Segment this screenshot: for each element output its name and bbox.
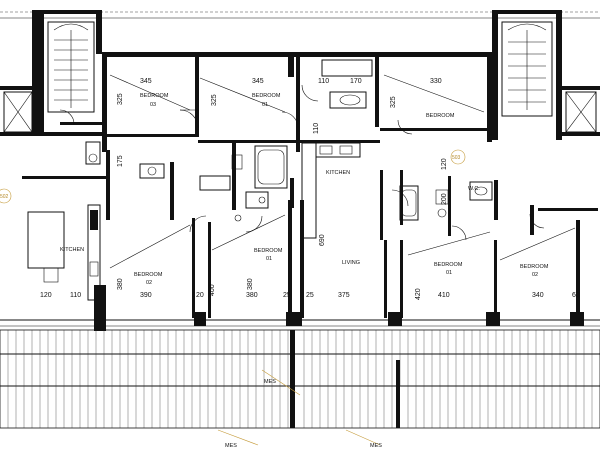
dim-bottom-1: 120 <box>40 292 52 299</box>
stair-left <box>0 10 102 135</box>
room-bedroom-01-top-num: 01 <box>262 102 268 108</box>
room-bedroom-02-right-name: BEDROOM <box>520 264 549 270</box>
dim-top-5: 110 <box>318 78 329 85</box>
dim-v-1: 325 <box>117 93 124 105</box>
room-bedroom-01-top-name: BEDROOM <box>252 93 281 99</box>
dim-v-7: 380 <box>117 278 124 290</box>
dim-v-10: 420 <box>415 288 422 300</box>
section-mark-1: MES <box>264 379 276 385</box>
dim-top-4: 170 <box>350 78 362 85</box>
tag-502: 502 <box>0 194 9 200</box>
kitchen-counters <box>27 142 361 301</box>
tag-503-circle <box>450 149 466 165</box>
dim-v-6: 690 <box>319 234 326 246</box>
dim-bottom-4: 380 <box>246 292 258 299</box>
stair-right <box>492 10 600 140</box>
dim-bottom-6: 375 <box>338 292 350 299</box>
dim-v-11: 400 <box>209 284 216 296</box>
room-bedroom-02-left-name: BEDROOM <box>134 272 163 278</box>
room-kitchen-center: KITCHEN <box>326 170 350 176</box>
room-wc: W.C. <box>468 186 480 192</box>
dim-v-12: 380 <box>247 278 254 290</box>
room-bedroom-02-right-num: 02 <box>532 272 538 278</box>
dim-bottom-8: 410 <box>438 292 450 299</box>
room-bedroom-right-top-name: BEDROOM <box>426 113 455 119</box>
reference-diagonals <box>109 74 576 269</box>
dim-v-9: 200 <box>441 193 448 205</box>
tag-503: 503 <box>452 155 461 161</box>
dim-v-8: 120 <box>441 158 448 170</box>
balcony-hatch <box>0 329 600 429</box>
room-bedroom-01-right-name: BEDROOM <box>434 262 463 268</box>
dim-bottom-5: 25 <box>283 292 291 299</box>
room-kitchen-left: KITCHEN <box>60 247 84 253</box>
section-markers <box>217 369 381 446</box>
dim-v-4: 175 <box>117 155 124 167</box>
dim-v-2: 325 <box>211 94 218 106</box>
dim-v-5: 110 <box>313 123 320 134</box>
dim-bottom-11: 20 <box>196 292 204 299</box>
upper-interior-walls <box>22 57 598 240</box>
tag-502-circle <box>0 188 12 204</box>
room-living: LIVING <box>342 260 360 266</box>
room-bedroom-01-mid-name: BEDROOM <box>254 248 283 254</box>
dim-top-1: 345 <box>140 78 152 85</box>
dim-bottom-7: 25 <box>306 292 314 299</box>
room-bedroom-02-left-num: 02 <box>146 280 152 286</box>
room-bedroom-03-num: 03 <box>150 102 156 108</box>
dim-v-3: 325 <box>390 96 397 108</box>
section-mark-2: MES <box>225 443 237 449</box>
room-bedroom-01-right-num: 01 <box>446 270 452 276</box>
lower-partitions <box>94 200 584 331</box>
bathroom-fixtures <box>85 59 493 222</box>
dim-bottom-3: 390 <box>140 292 152 299</box>
dim-bottom-9: 340 <box>532 292 544 299</box>
room-bedroom-03-name: BEDROOM <box>140 93 169 99</box>
room-bedroom-01-mid-num: 01 <box>266 256 272 262</box>
section-mark-3: MES <box>370 443 382 449</box>
dim-top-3: 330 <box>430 78 442 85</box>
dim-top-2: 345 <box>252 78 264 85</box>
dim-bottom-10: 63 <box>572 292 580 299</box>
dim-bottom-2: 110 <box>70 292 81 299</box>
